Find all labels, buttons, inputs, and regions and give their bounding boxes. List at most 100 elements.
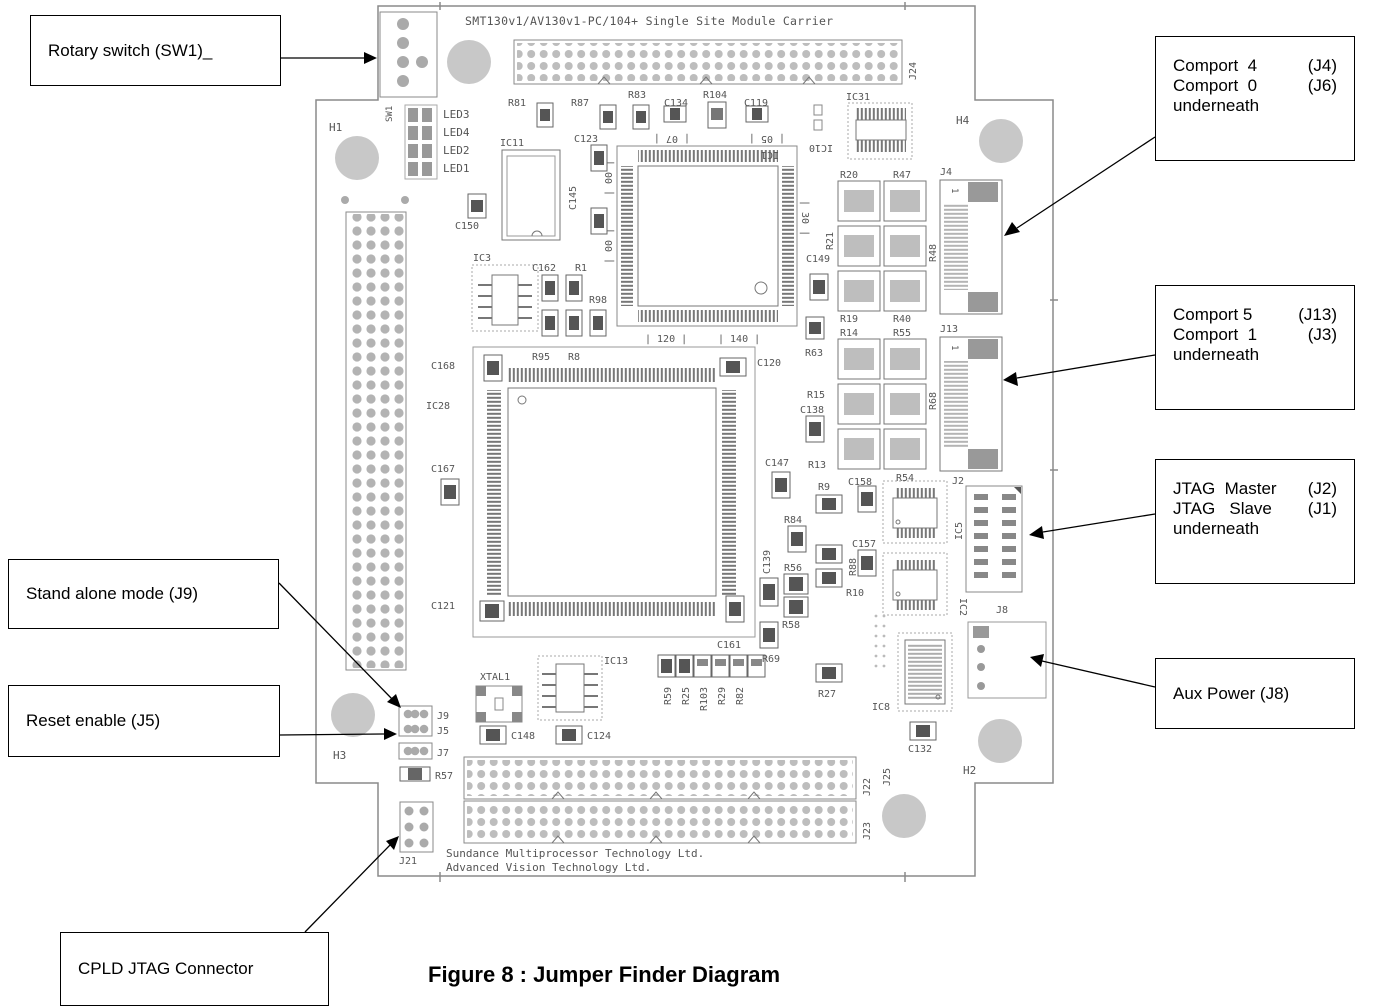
label-r82: R82 bbox=[735, 687, 746, 705]
comport-4-line3: underneath bbox=[1173, 96, 1260, 115]
callout-comport-4: Comport 4(J4) Comport 0(J6) underneath bbox=[1155, 36, 1355, 161]
label-c138: C138 bbox=[800, 405, 824, 416]
comport-4-line2-left: Comport 0 bbox=[1173, 76, 1258, 95]
label-r59: R59 bbox=[663, 687, 674, 705]
callout-reset-enable-text: Reset enable (J5) bbox=[26, 711, 161, 730]
label-c132: C132 bbox=[908, 744, 932, 755]
label-ic8: IC8 bbox=[872, 702, 890, 713]
label-j8: J8 bbox=[996, 605, 1008, 616]
silk-avt: Advanced Vision Technology Ltd. bbox=[446, 861, 651, 874]
label-h1: H1 bbox=[329, 121, 342, 134]
label-ic2: IC2 bbox=[957, 598, 968, 616]
connector-j23 bbox=[463, 800, 857, 844]
label-r20: R20 bbox=[840, 170, 858, 181]
label-j5: J5 bbox=[437, 726, 449, 737]
label-ic31: IC31 bbox=[846, 92, 870, 103]
connector-j4 bbox=[939, 179, 1003, 315]
ic5 bbox=[882, 480, 948, 544]
label-c120: C120 bbox=[757, 358, 781, 369]
label-r88: R88 bbox=[848, 558, 859, 576]
label-r48: R48 bbox=[928, 244, 939, 262]
label-r103: R103 bbox=[699, 687, 710, 711]
label-sw1: SW1 bbox=[385, 106, 395, 122]
label-r8: R8 bbox=[568, 352, 580, 363]
label-r56: R56 bbox=[784, 563, 802, 574]
mounting-hole-j25 bbox=[882, 794, 926, 838]
label-pin1-j13: 1 bbox=[949, 345, 959, 350]
label-c145: C145 bbox=[568, 186, 579, 210]
mounting-hole-h3 bbox=[331, 693, 375, 737]
label-c149: C149 bbox=[806, 254, 830, 265]
comport-5-line2-right: (J3) bbox=[1307, 325, 1337, 344]
connector-j13 bbox=[939, 336, 1003, 472]
callout-aux-power: Aux Power (J8) bbox=[1155, 658, 1355, 729]
comport-4-line1-right: (J4) bbox=[1307, 56, 1337, 75]
comport-5-line1-right: (J13) bbox=[1298, 305, 1337, 324]
label-j21: J21 bbox=[399, 856, 417, 867]
callout-aux-power-text: Aux Power (J8) bbox=[1173, 683, 1290, 703]
label-r95: R95 bbox=[532, 352, 550, 363]
label-j2: J2 bbox=[952, 476, 964, 487]
callout-stand-alone-text: Stand alone mode (J9) bbox=[26, 584, 198, 603]
label-r58: R58 bbox=[782, 620, 800, 631]
label-r25: R25 bbox=[681, 687, 692, 705]
label-r13: R13 bbox=[808, 460, 826, 471]
label-r19: R19 bbox=[840, 314, 858, 325]
label-r57: R57 bbox=[435, 771, 453, 782]
label-c139: C139 bbox=[762, 550, 773, 574]
board-title: SMT130v1/AV130v1-PC/104+ Single Site Mod… bbox=[465, 14, 833, 28]
label-c147: C147 bbox=[765, 458, 789, 469]
marker-120: | 120 | bbox=[645, 334, 687, 345]
label-r27: R27 bbox=[818, 689, 836, 700]
jtag-line1-right: (J2) bbox=[1307, 479, 1337, 498]
comport-4-line1-left: Comport 4 bbox=[1173, 56, 1258, 75]
label-c123: C123 bbox=[574, 134, 598, 145]
label-r40: R40 bbox=[893, 314, 911, 325]
label-xtal1: XTAL1 bbox=[480, 672, 510, 683]
label-r47: R47 bbox=[893, 170, 911, 181]
label-ic11: IC11 bbox=[500, 138, 524, 149]
label-j9: J9 bbox=[437, 711, 449, 722]
callout-comport-5: Comport 5(J13) Comport 1(J3) underneath bbox=[1155, 285, 1355, 410]
marker-00b: | 00 | bbox=[604, 228, 615, 264]
marker-140: | 140 | bbox=[718, 334, 760, 345]
label-c148: C148 bbox=[511, 731, 535, 742]
label-j24: J24 bbox=[908, 62, 919, 80]
label-h4: H4 bbox=[956, 114, 970, 127]
label-r83: R83 bbox=[628, 90, 646, 101]
mounting-hole-h2 bbox=[978, 719, 1022, 763]
ic11 bbox=[501, 149, 561, 241]
label-r68: R68 bbox=[928, 392, 939, 410]
jtag-line2-left: JTAG Slave bbox=[1173, 499, 1272, 518]
led-array bbox=[404, 104, 438, 180]
label-j22: J22 bbox=[862, 778, 873, 796]
label-r55: R55 bbox=[893, 328, 911, 339]
label-c134: C134 bbox=[664, 98, 688, 109]
xtal1 bbox=[475, 685, 523, 723]
marker-05: | 05 | bbox=[749, 133, 785, 144]
comport-5-line3: underneath bbox=[1173, 345, 1260, 364]
ic28 bbox=[472, 346, 756, 638]
connector-j21 bbox=[399, 801, 434, 853]
mounting-hole-j24 bbox=[447, 40, 491, 84]
label-r87: R87 bbox=[571, 98, 589, 109]
label-r14: R14 bbox=[840, 328, 858, 339]
figure-caption: Figure 8 : Jumper Finder Diagram bbox=[428, 962, 781, 987]
callout-stand-alone: Stand alone mode (J9) bbox=[8, 559, 279, 629]
ic10 bbox=[813, 104, 823, 131]
label-r21: R21 bbox=[825, 232, 836, 250]
connector-j8 bbox=[967, 621, 1047, 699]
connector-left-header bbox=[341, 196, 409, 671]
label-r29: R29 bbox=[717, 687, 728, 705]
callout-rotary-switch-text: Rotary switch (SW1)_ bbox=[48, 40, 213, 60]
comport-5-line1-left: Comport 5 bbox=[1173, 305, 1253, 324]
smd-components bbox=[440, 101, 937, 745]
label-r1: R1 bbox=[575, 263, 587, 274]
label-j7: J7 bbox=[437, 748, 449, 759]
label-c124: C124 bbox=[587, 731, 611, 742]
label-c157: C157 bbox=[852, 539, 876, 550]
label-led2: LED2 bbox=[443, 144, 470, 157]
label-led1: LED1 bbox=[443, 162, 470, 175]
label-c121: C121 bbox=[431, 601, 455, 612]
ic3 bbox=[471, 264, 539, 332]
